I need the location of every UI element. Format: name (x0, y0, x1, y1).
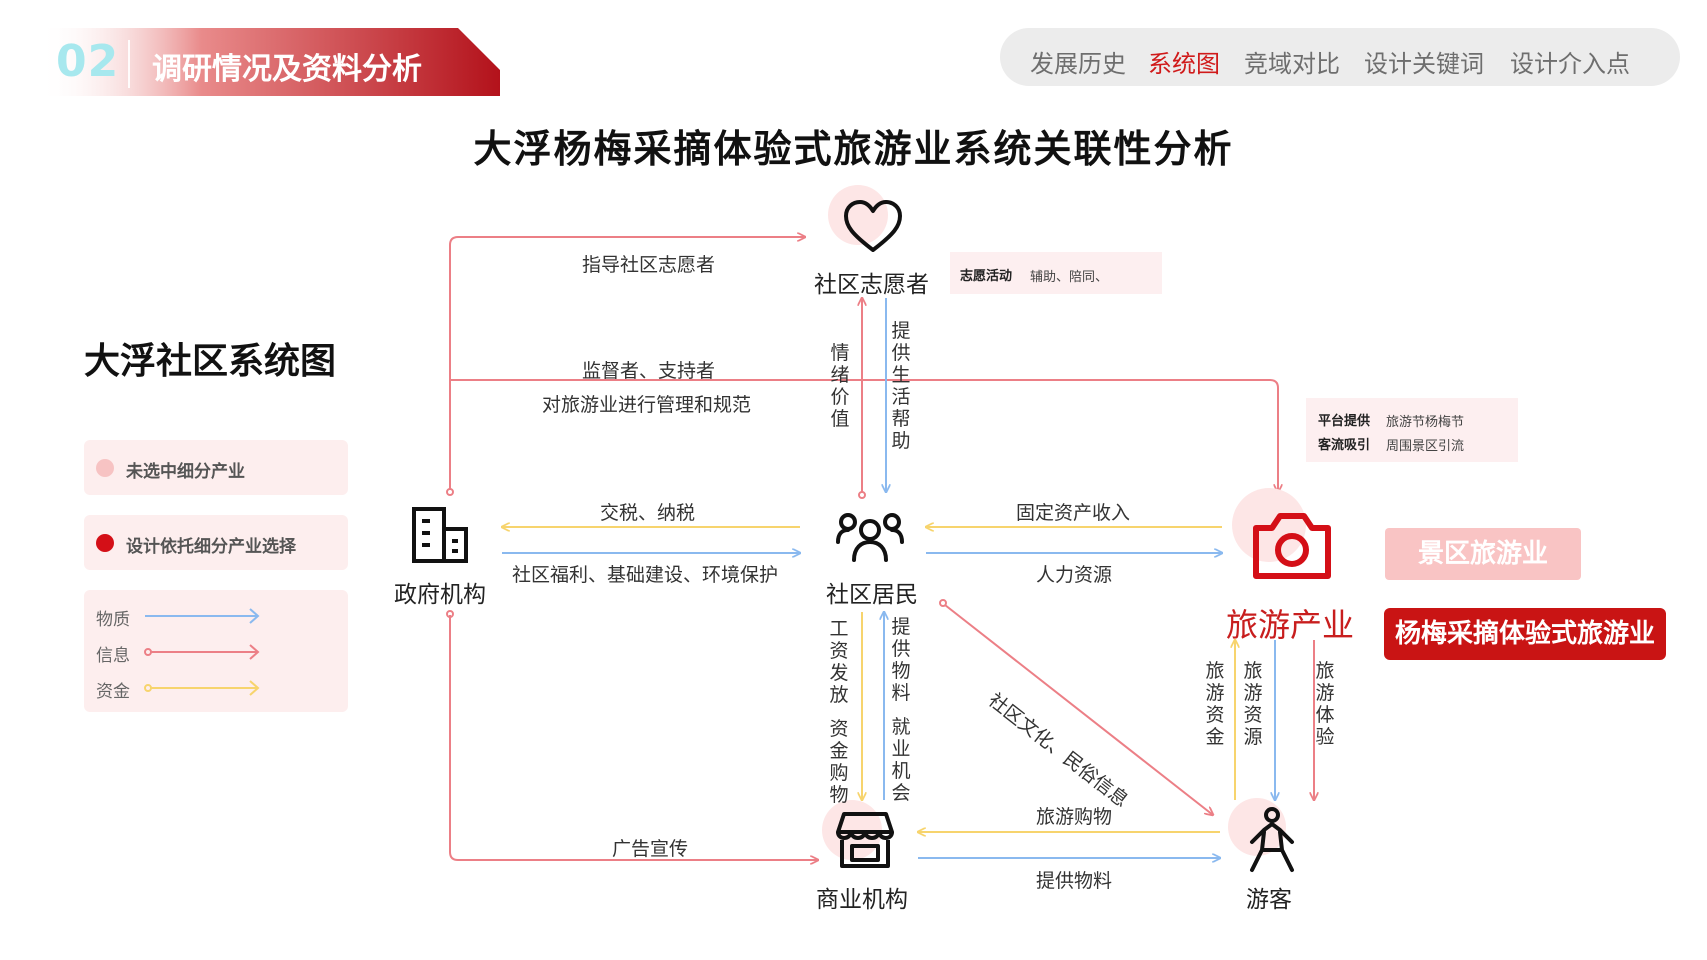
edge-gov-volunteer: 指导社区志愿者 (582, 254, 716, 276)
tourism-info-key-2: 客流吸引 (1318, 438, 1371, 453)
section-number: 02 (56, 36, 120, 87)
edge-emotion: 情绪价值 (830, 342, 850, 430)
node-residents: 社区居民 (826, 582, 918, 608)
edge-welfare: 社区福利、基础建设、环境保护 (512, 564, 779, 586)
node-tourism: 旅游产业 (1226, 606, 1355, 644)
section-title: 调研情况及资料分析 (152, 52, 422, 87)
side-title: 大浮社区系统图 (84, 341, 337, 382)
nav-item-intervention[interactable]: 设计介入点 (1510, 50, 1630, 78)
edge-human-resource: 人力资源 (1036, 564, 1113, 586)
volunteer-info-card (950, 252, 1162, 294)
node-tourist: 游客 (1246, 887, 1292, 913)
volunteer-info-key: 志愿活动 (960, 269, 1013, 284)
nav-item-history[interactable]: 发展历史 (1030, 50, 1126, 78)
legend-material-label: 物质 (96, 610, 130, 630)
tourism-info-card (1306, 398, 1518, 462)
edge-fund-shopping: 资金购物 (829, 718, 849, 806)
nav-item-competition[interactable]: 竞域对比 (1244, 50, 1340, 78)
legend-dot-red (96, 534, 114, 552)
nav-item-keywords[interactable]: 设计关键词 (1364, 50, 1484, 78)
edge-supervisor: 监督者、支持者 (582, 360, 716, 382)
top-nav (1000, 28, 1680, 86)
edge-tour-shopping: 旅游购物 (1036, 806, 1113, 828)
node-government: 政府机构 (394, 582, 486, 608)
edge-supply-materials: 提供物料 (1036, 870, 1113, 892)
tourism-info-key-1: 平台提供 (1318, 414, 1371, 429)
camera-icon (1253, 513, 1331, 579)
heart-icon (844, 200, 902, 252)
edge-tourism-funds: 旅游资金 (1205, 660, 1225, 748)
tag-bayberry-tourism: 杨梅采摘体验式旅游业 (1384, 608, 1666, 660)
tourism-info-value-2: 周围景区引流 (1386, 439, 1465, 454)
person-icon (1250, 807, 1294, 872)
node-volunteer: 社区志愿者 (814, 272, 929, 298)
legend-info-label: 信息 (96, 646, 130, 666)
edge-materials: 提供物料 (891, 616, 911, 704)
page-title: 大浮杨梅采摘体验式旅游业系统关联性分析 (473, 127, 1234, 171)
edge-tax: 交税、纳税 (600, 502, 696, 524)
edge-life-help: 提供生活帮助 (891, 320, 911, 452)
tourism-info-value-1: 旅游节杨梅节 (1386, 415, 1465, 430)
volunteer-info-value: 辅助、陪同、 (1030, 270, 1109, 285)
node-business: 商业机构 (816, 887, 908, 913)
edge-advertising: 广告宣传 (612, 838, 689, 860)
header-divider (128, 40, 130, 88)
edge-wages: 工资发放 (829, 618, 849, 706)
nav-item-system[interactable]: 系统图 (1148, 50, 1220, 78)
legend-arrows (144, 608, 260, 696)
tag-scenic-tourism: 景区旅游业 (1385, 528, 1581, 580)
section-header-band (40, 28, 500, 96)
legend-selected-label: 设计依托细分产业选择 (126, 537, 296, 557)
legend-fund-label: 资金 (96, 682, 130, 702)
edge-tourism-resources: 旅游资源 (1243, 660, 1263, 748)
storefront-icon (836, 812, 894, 868)
edge-fixed-income: 固定资产收入 (1016, 502, 1131, 524)
building-icon (412, 507, 468, 563)
legend-unselected-label: 未选中细分产业 (126, 462, 245, 482)
edge-jobs: 就业机会 (891, 716, 911, 804)
people-group-icon (836, 513, 904, 562)
legend-dot-light (96, 459, 114, 477)
legend-selected (84, 515, 348, 570)
legend-unselected (84, 440, 348, 495)
edge-tourism-experience: 旅游体验 (1315, 660, 1335, 748)
edge-regulate: 对旅游业进行管理和规范 (542, 394, 752, 416)
